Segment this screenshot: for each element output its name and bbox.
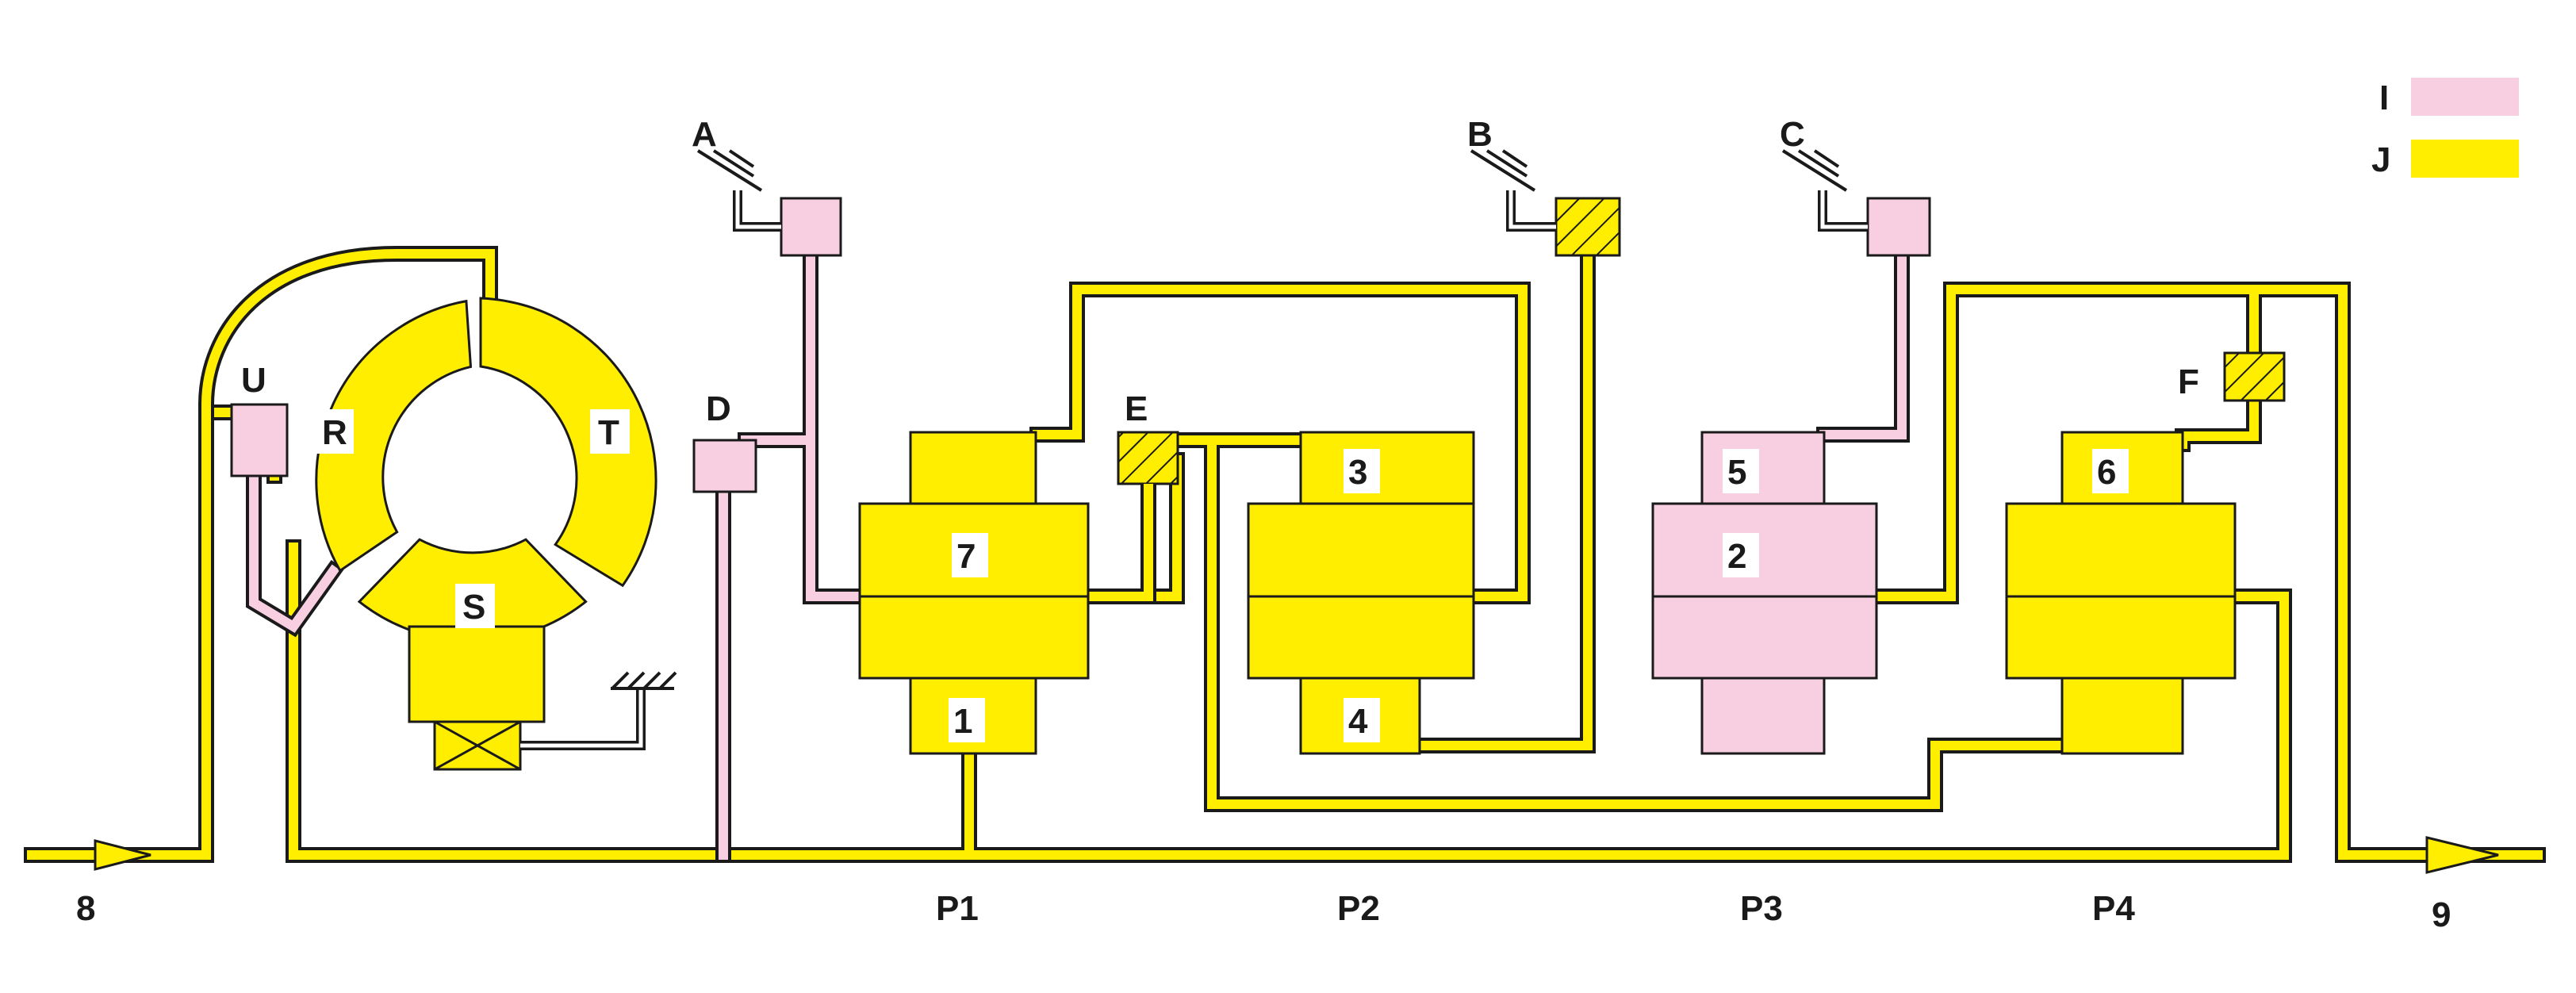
pump-label-t: T xyxy=(598,413,619,452)
valve-label-e: E xyxy=(1125,389,1148,428)
valve-label-d: D xyxy=(706,389,731,428)
legend-pink-label: I xyxy=(2379,79,2389,117)
chamber-p4 xyxy=(2005,431,2237,755)
valve-e xyxy=(1085,431,1179,604)
chamber-p1-main xyxy=(858,502,1090,680)
chamber-p2 xyxy=(1247,431,1475,755)
chamber-label-7: 7 xyxy=(956,537,976,576)
valve-a xyxy=(696,149,842,257)
valve-b xyxy=(1470,149,1621,257)
chamber-label-1: 1 xyxy=(953,702,972,741)
valve-u-body xyxy=(230,403,289,477)
yellow-pipes xyxy=(24,225,2546,863)
chamber-p3 xyxy=(1651,431,1878,755)
valve-label-f: F xyxy=(2178,362,2199,401)
ground-icon-b xyxy=(1470,149,1536,192)
valve-d xyxy=(692,439,757,493)
chamber-p1-top xyxy=(909,431,1037,505)
pump-body xyxy=(408,625,546,723)
legend-pink-swatch xyxy=(2411,78,2519,116)
a-pipe xyxy=(738,230,818,448)
chamber-p1 xyxy=(858,431,1090,755)
valve-f xyxy=(2223,351,2286,402)
a-to-p1-pipe xyxy=(803,432,868,604)
group-label-p4: P4 xyxy=(2092,889,2135,928)
motor-ground-icon xyxy=(611,671,677,690)
legend: I J xyxy=(2371,78,2519,179)
outlet-arrow-icon xyxy=(2425,836,2499,874)
pink-pipes xyxy=(246,230,1910,863)
outlet-label: 9 xyxy=(2432,895,2451,934)
ground-icon-c xyxy=(1781,149,1848,192)
pump-segment-r xyxy=(315,299,473,573)
chamber-label-6: 6 xyxy=(2097,453,2116,492)
valve-label-b: B xyxy=(1467,115,1493,154)
pump-label-s: S xyxy=(462,588,485,627)
pump-segment-t xyxy=(479,297,657,588)
chamber-label-3: 3 xyxy=(1348,453,1367,492)
valve-label-u: U xyxy=(241,361,266,400)
group-label-p2: P2 xyxy=(1337,889,1380,928)
inlet-arrow-icon xyxy=(94,839,151,871)
group-label-p1: P1 xyxy=(936,889,979,928)
ground-icon-a xyxy=(696,149,763,192)
valve-c xyxy=(1781,149,1931,257)
legend-yellow-label: J xyxy=(2371,140,2390,179)
valve-label-a: A xyxy=(692,115,717,154)
chamber-label-4: 4 xyxy=(1348,702,1368,741)
pump-label-r: R xyxy=(322,413,347,452)
group-label-p3: P3 xyxy=(1740,889,1783,928)
chamber-label-2: 2 xyxy=(1727,537,1746,576)
inlet-label: 8 xyxy=(76,889,95,928)
chamber-label-5: 5 xyxy=(1727,453,1746,492)
c-pipe xyxy=(1816,230,1910,443)
pump-assembly xyxy=(315,297,677,771)
valve-u xyxy=(230,403,289,477)
label-boxes xyxy=(235,357,2129,742)
valve-label-c: C xyxy=(1780,115,1805,154)
legend-yellow-swatch xyxy=(2411,140,2519,178)
